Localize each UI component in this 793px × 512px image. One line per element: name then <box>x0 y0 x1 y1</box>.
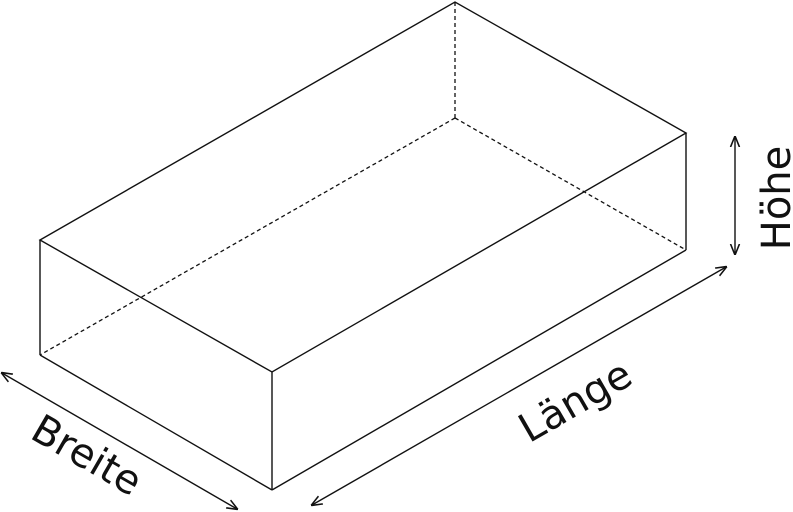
length-arrow <box>312 267 726 505</box>
hidden-back-left-bottom-edge <box>39 117 456 356</box>
length-label: Länge <box>511 351 640 452</box>
hidden-edges <box>39 2 687 356</box>
height-dimension: Höhe <box>735 137 793 254</box>
width-arrow <box>2 373 237 509</box>
top-face <box>38 1 688 373</box>
hidden-back-right-bottom-edge <box>454 117 687 251</box>
width-label: Breite <box>23 406 149 505</box>
height-label: Höhe <box>754 146 793 251</box>
width-dimension: Breite <box>2 373 237 509</box>
length-dimension: Länge <box>312 267 726 505</box>
